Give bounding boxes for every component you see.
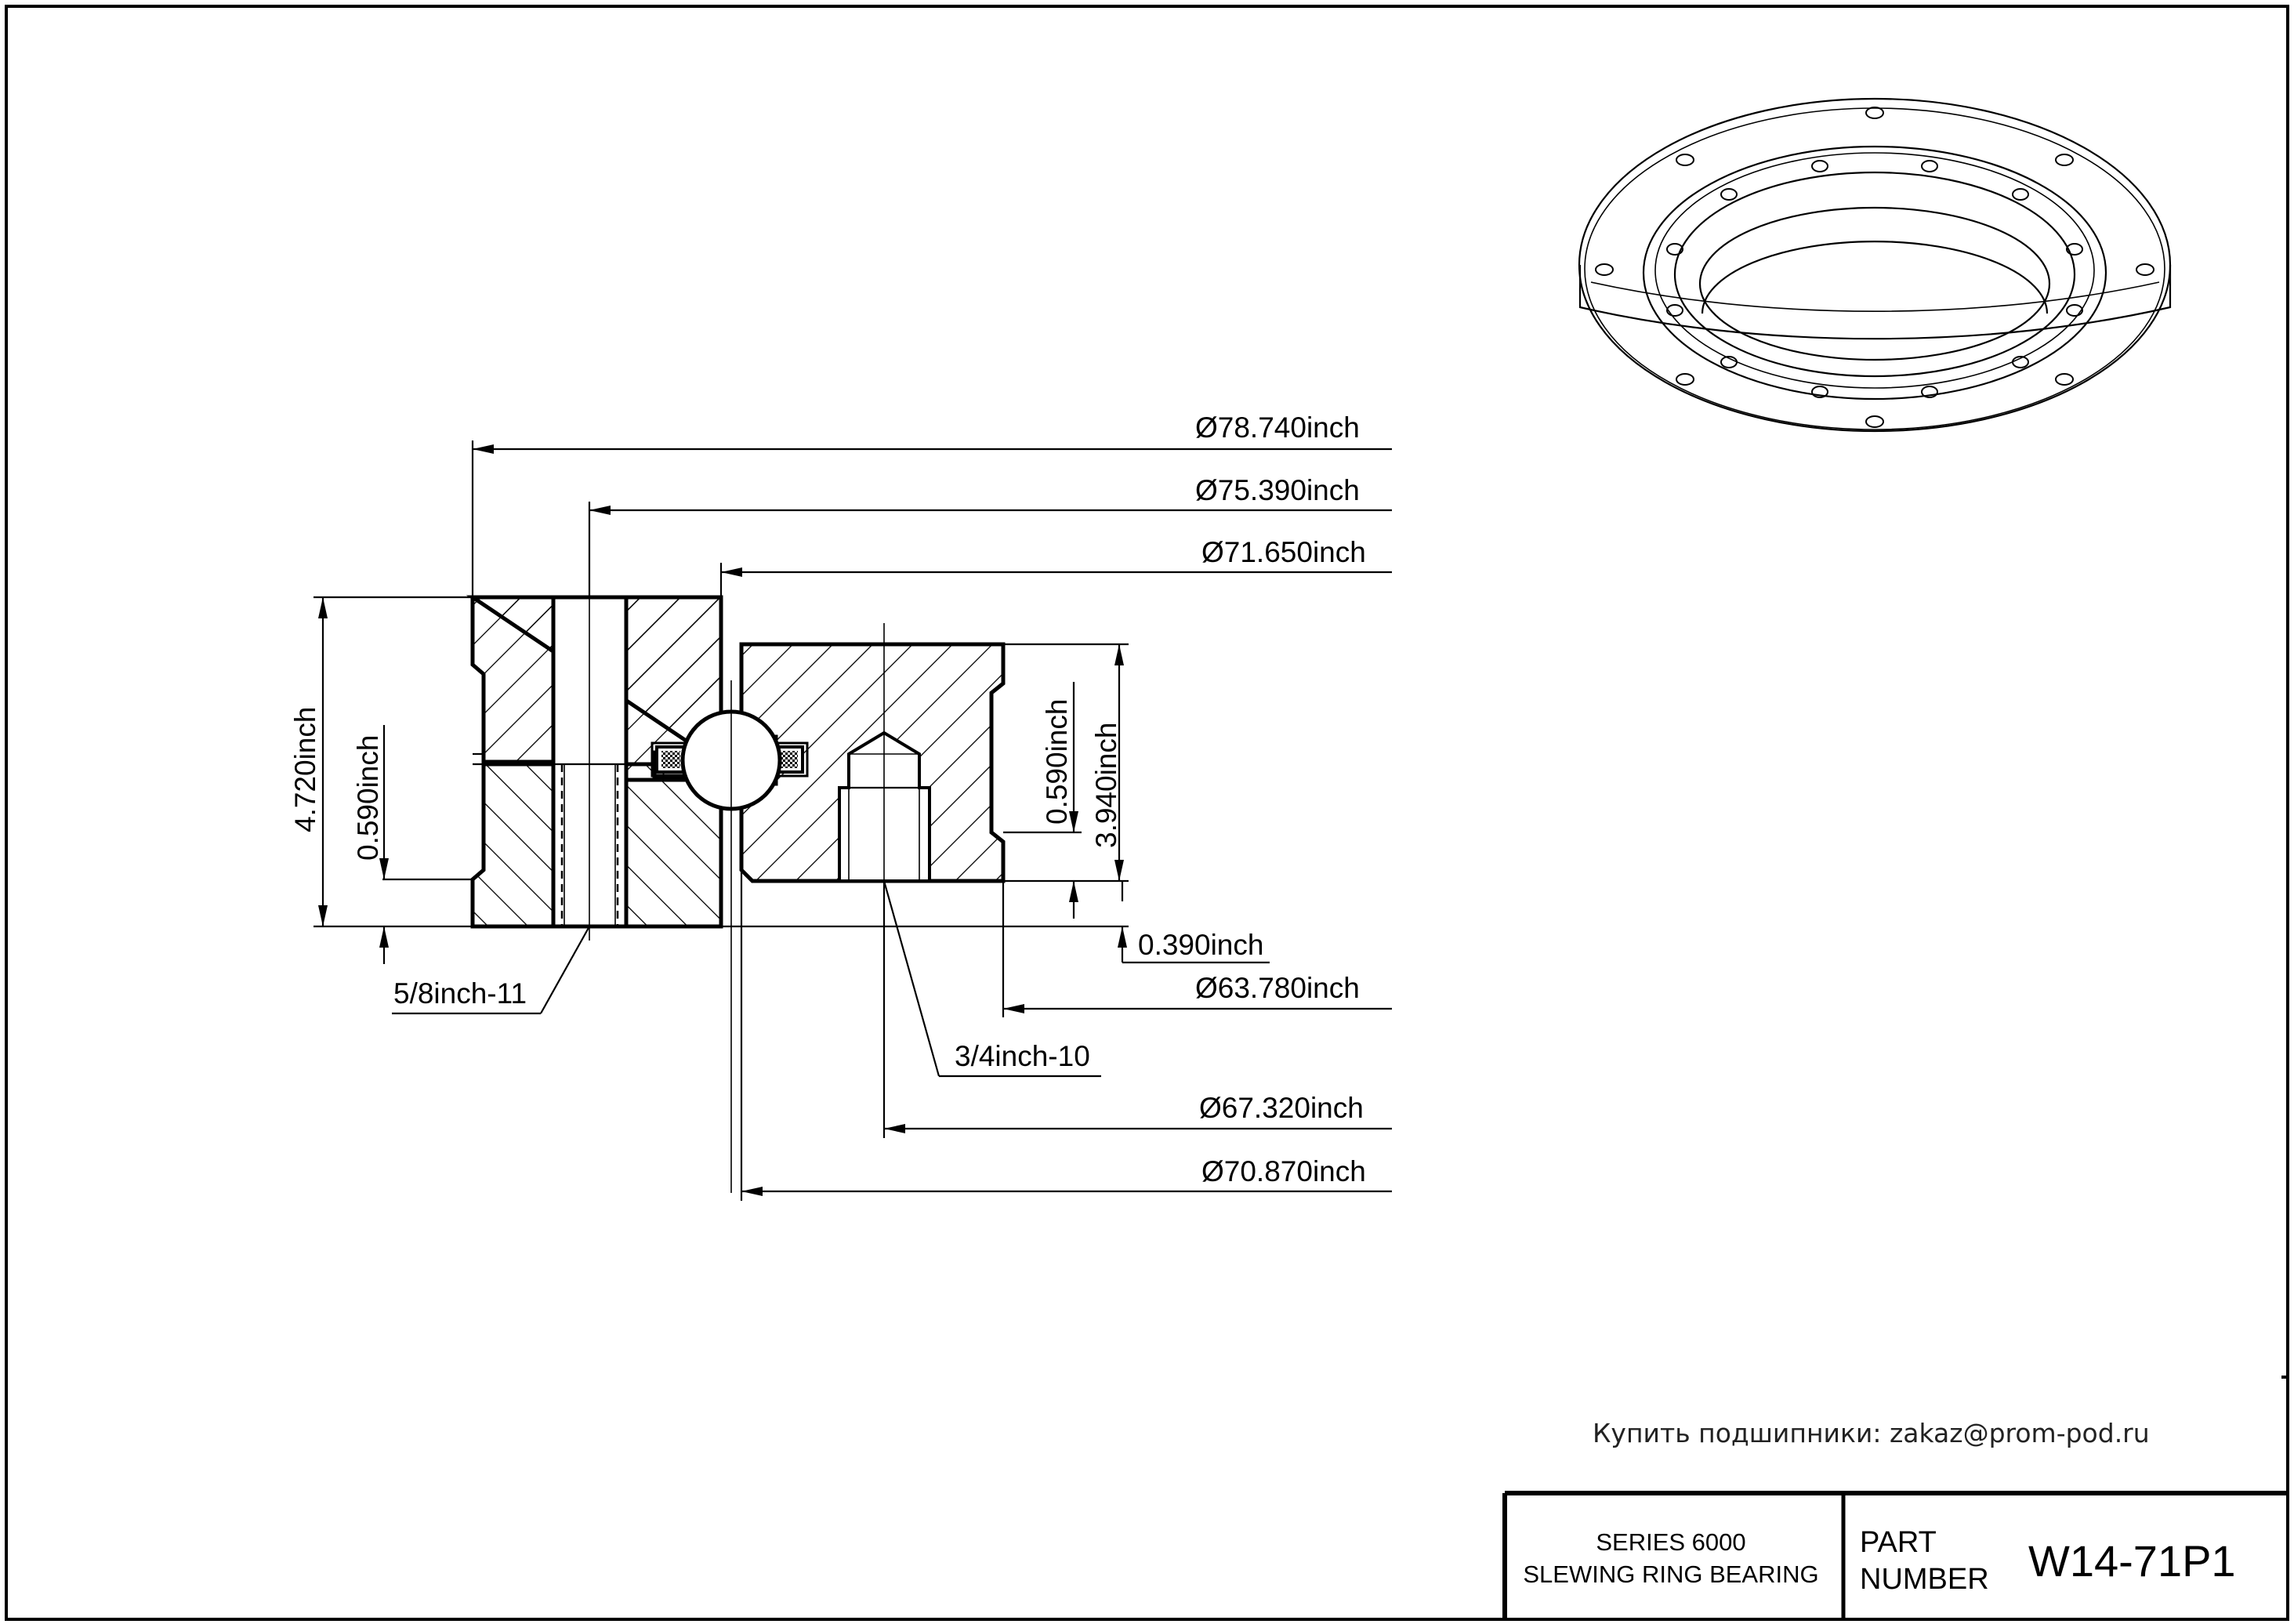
- dim-3-940: 3.940inch: [1090, 723, 1122, 848]
- dim-4-720: 4.720inch: [289, 707, 321, 832]
- series-line-1: SERIES 6000: [1596, 1528, 1745, 1556]
- dim-70-870: Ø70.870inch: [1201, 1155, 1366, 1187]
- part-label-line-2: NUMBER: [1860, 1563, 1989, 1596]
- thread-3-4: 3/4inch-10: [955, 1040, 1090, 1072]
- part-number: W14-71P1: [2028, 1536, 2236, 1586]
- sheet-border: [5, 5, 2289, 1621]
- series-line-2: SLEWING RING BEARING: [1523, 1561, 1818, 1588]
- title-block: [1502, 1491, 2288, 1619]
- part-label-line-1: PART: [1860, 1526, 1937, 1559]
- bearing-3d-view: [1578, 97, 2172, 433]
- dim-0-390: 0.390inch: [1138, 929, 1263, 961]
- dimension-lines: [313, 440, 1392, 1201]
- dim-67-320: Ø67.320inch: [1199, 1092, 1364, 1124]
- dim-63-780: Ø63.780inch: [1195, 972, 1360, 1004]
- dim-71-650: Ø71.650inch: [1201, 536, 1366, 568]
- dim-0-590-right: 0.590inch: [1041, 699, 1073, 825]
- dim-78-740: Ø78.740inch: [1195, 411, 1360, 444]
- dim-0-590-left: 0.590inch: [352, 735, 384, 861]
- dim-75-390: Ø75.390inch: [1195, 474, 1360, 506]
- thread-5-8: 5/8inch-11: [393, 977, 527, 1010]
- contact-note: Купить подшипники: zakaz@prom-pod.ru: [1593, 1418, 2150, 1448]
- bearing-cross-section: [466, 502, 1006, 1193]
